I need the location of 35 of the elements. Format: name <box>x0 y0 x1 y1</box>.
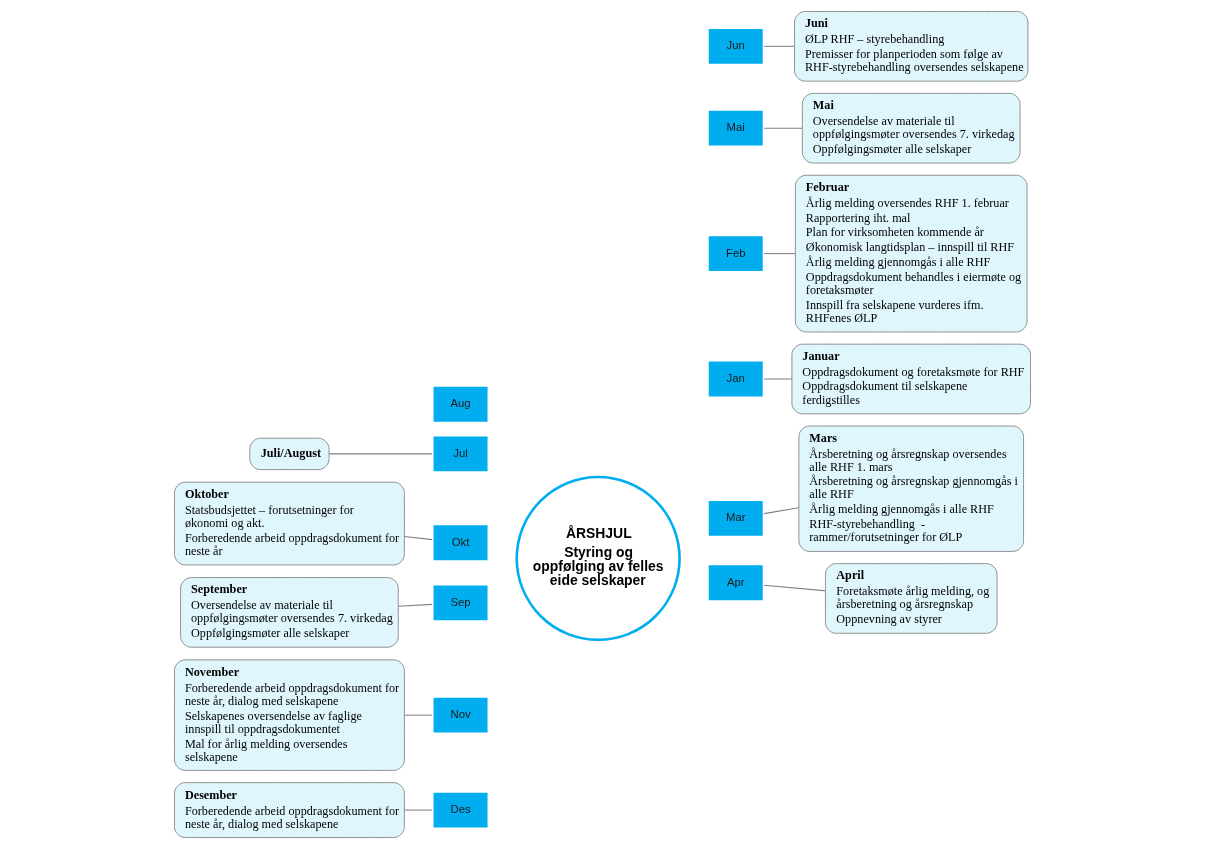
node-box: Mars Årsberetning og årsregnskap oversendes alle RHF 1. mars Årsberetning og årsregnskap gjennomgås i alle RHF Årlig melding gjennomgås i alle RHF RHF-styrebehandling - rammer/forutsetninger for ØLP <box>798 425 1024 552</box>
node-box: Jan <box>706 358 766 400</box>
node-box: Apr <box>706 562 766 603</box>
node-box: Jul <box>430 433 491 474</box>
node-box: Desember Forberedende arbeid oppdragsdokument for neste år, dialog med selskapene <box>174 782 405 838</box>
connector <box>763 45 795 47</box>
node-box: November Forberedende arbeid oppdragsdokument for neste år, dialog med selskapene Selskapenes oversendelse av faglige innspill til oppdragsdokumentet Mal for årlig melding oversendes selskapene <box>174 659 405 771</box>
node-box: Jun <box>706 26 766 67</box>
node-box: Januar Oppdragsdokument og foretaksmøte for RHF Oppdragsdokument til selskapene ferdigstilles <box>791 343 1031 415</box>
node-box: Nov <box>430 695 491 736</box>
node-box: Mar <box>706 498 766 539</box>
node-box: Juni ØLP RHF – styrebehandling Premisser for planperioden som følge av RHF-styrebehandling oversendes selskapene <box>794 11 1029 82</box>
node-box: Juli/August <box>249 437 330 470</box>
node-box: Oktober Statsbudsjettet – forutsetninger for økonomi og akt. Forberedende arbeid oppdragsdokument for neste år <box>174 481 405 566</box>
connector <box>763 378 793 380</box>
connector <box>763 507 800 515</box>
connector <box>403 809 433 811</box>
node-box: April Foretaksmøte årlig melding, og årsberetning og årsregnskap Oppnevning av styrer <box>825 563 998 634</box>
node-box: Feb <box>706 233 766 274</box>
connector <box>397 603 433 607</box>
node-box: Sep <box>430 582 491 623</box>
node-circle: ÅRSHJUL Styring og oppfølging av felles eide selskaper <box>515 475 681 642</box>
connector <box>403 535 433 541</box>
node-box: Mai Oversendelse av materiale til oppfølgingsmøter oversendes 7. virkedag Oppfølgingsmøter alle selskaper <box>801 92 1021 164</box>
connector <box>763 584 826 592</box>
connector <box>763 127 803 129</box>
node-box: September Oversendelse av materiale til oppfølgingsmøter oversendes 7. virkedag Oppfølgingsmøter alle selskaper <box>180 577 399 648</box>
node-box: Des <box>430 790 491 831</box>
connector <box>403 714 433 716</box>
connector <box>328 453 433 455</box>
node-box: Februar Årlig melding oversendes RHF 1. februar Rapportering iht. mal Plan for virksomheten kommende år Økonomisk langtidsplan – innspill til RHF Årlig melding gjennomgås i alle RHF Oppdragsdokument behandles i eiermøte og foretaksmøter Innspill fra selskapene vurderes ifm. RHFenes ØLP <box>794 174 1028 333</box>
node-box: Mai <box>706 108 766 149</box>
node-box: Okt <box>430 522 491 563</box>
connector <box>763 253 796 255</box>
node-box: Aug <box>430 384 491 425</box>
